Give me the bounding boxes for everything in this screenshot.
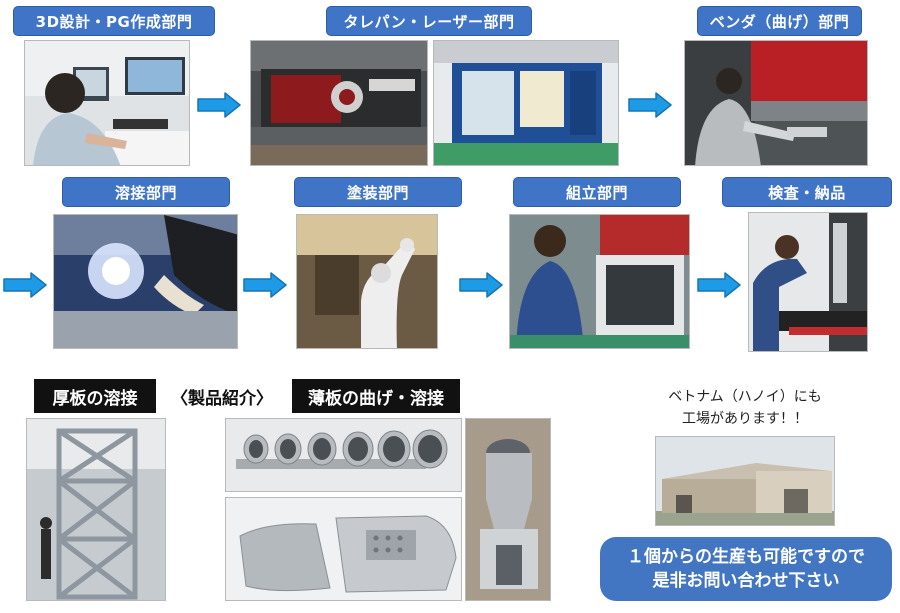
flow-arrow-2 bbox=[628, 92, 672, 118]
bent-enclosure-photo bbox=[225, 497, 462, 601]
vietnam-note-line2: 工場があります！！ bbox=[682, 411, 808, 427]
contact-call-to-action: １個からの生産も可能ですので 是非お問い合わせ下さい bbox=[600, 537, 892, 601]
steel-frame-photo bbox=[26, 418, 166, 601]
product-introduction-heading: 〈製品紹介〉 bbox=[171, 388, 273, 409]
design-office-photo bbox=[24, 40, 190, 166]
vietnam-factory-note: ベトナム（ハノイ）にも 工場があります！！ bbox=[655, 386, 835, 430]
thin-plate-bending-welding-label: 薄板の曲げ・溶接 bbox=[292, 379, 460, 413]
turret-punch-photo bbox=[250, 40, 428, 166]
funnel-part-photo bbox=[465, 418, 551, 601]
bender-department-label: ベンダ（曲げ）部門 bbox=[697, 6, 862, 36]
turret-laser-department-label: タレパン・レーザー部門 bbox=[326, 6, 532, 36]
flow-arrow-3 bbox=[3, 272, 47, 298]
painting-department-label: 塗装部門 bbox=[294, 177, 462, 207]
flow-arrow-5 bbox=[459, 272, 503, 298]
laser-machine-photo bbox=[433, 40, 619, 166]
assembly-photo bbox=[509, 214, 690, 349]
flow-arrow-6 bbox=[697, 272, 741, 298]
thick-plate-welding-label: 厚板の溶接 bbox=[34, 379, 156, 413]
flow-arrow-1 bbox=[197, 92, 241, 118]
assembly-department-label: 組立部門 bbox=[513, 177, 681, 207]
cta-line2: 是非お問い合わせ下さい bbox=[652, 571, 840, 591]
welding-photo bbox=[53, 214, 238, 349]
inspection-delivery-label: 検査・納品 bbox=[722, 177, 892, 207]
vietnam-note-line1: ベトナム（ハノイ）にも bbox=[668, 389, 822, 405]
flow-arrow-4 bbox=[243, 272, 287, 298]
cta-line1: １個からの生産も可能ですので bbox=[627, 547, 865, 567]
vietnam-factory-photo bbox=[655, 436, 835, 526]
bending-worker-photo bbox=[684, 40, 868, 166]
painting-robot-photo bbox=[296, 214, 438, 349]
welding-department-label: 溶接部門 bbox=[62, 177, 230, 207]
design-department-label: 3D設計・PG作成部門 bbox=[13, 6, 215, 36]
cup-parts-photo bbox=[225, 418, 462, 492]
inspection-photo bbox=[748, 212, 868, 352]
